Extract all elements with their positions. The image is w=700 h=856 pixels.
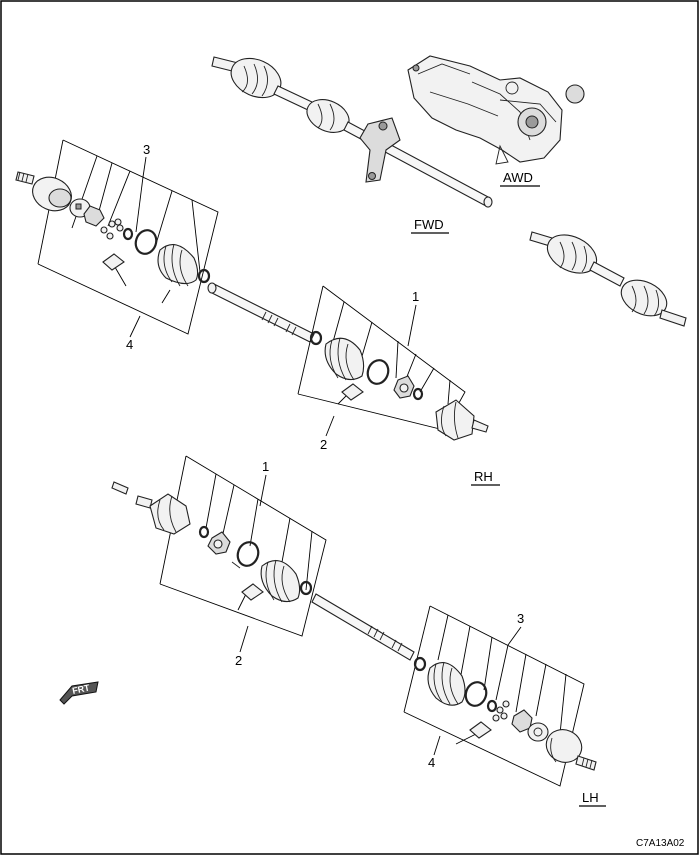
rh-label: RH bbox=[474, 469, 493, 484]
rh-callout-1: 1 bbox=[412, 289, 419, 304]
figure-code: C7A13A02 bbox=[636, 838, 685, 849]
front-indicator-text: FRT bbox=[71, 682, 91, 696]
fwd-axle-assembly bbox=[529, 231, 687, 327]
lh-callout-4: 4 bbox=[428, 755, 435, 770]
rh-callout-2: 2 bbox=[320, 437, 327, 452]
rh-callout-4: 4 bbox=[126, 337, 133, 352]
lh-inner-parts-group bbox=[111, 455, 327, 637]
fwd-label: FWD bbox=[414, 217, 444, 232]
lh-callout-1: 1 bbox=[262, 459, 269, 474]
rh-inner-parts-group bbox=[297, 285, 489, 441]
awd-label: AWD bbox=[503, 170, 533, 185]
lh-callout-3: 3 bbox=[517, 611, 524, 626]
lh-outer-parts-group bbox=[403, 605, 597, 787]
rh-outer-parts-group bbox=[15, 139, 219, 335]
lh-callout-2: 2 bbox=[235, 653, 242, 668]
rh-callout-3: 3 bbox=[143, 142, 150, 157]
lh-axle-shaft bbox=[311, 593, 415, 661]
front-direction-arrow-icon: FRT bbox=[59, 681, 99, 705]
awd-axle-assembly bbox=[211, 55, 585, 208]
lh-label: LH bbox=[582, 790, 599, 805]
rh-axle-shaft bbox=[209, 283, 315, 343]
